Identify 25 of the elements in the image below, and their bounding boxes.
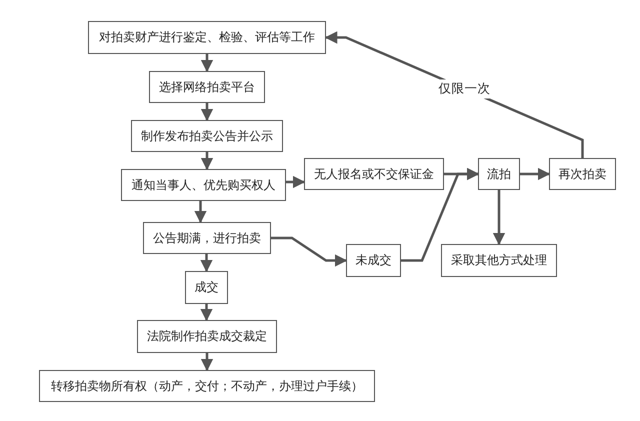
arrow bbox=[492, 190, 506, 246]
process-box: 通知当事人、优先购买权人 bbox=[121, 169, 286, 201]
arrow bbox=[200, 254, 213, 272]
arrow bbox=[200, 103, 214, 122]
process-box: 转移拍卖物所有权（动产，交付；不动产，办理过户手续） bbox=[39, 370, 375, 402]
process-box: 未成交 bbox=[346, 244, 401, 277]
process-box: 对拍卖财产进行鉴定、检验、评估等工作 bbox=[88, 21, 326, 54]
arrow bbox=[286, 176, 306, 188]
process-box: 法院制作拍卖成交裁定 bbox=[137, 320, 277, 353]
arrow bbox=[520, 168, 550, 180]
arrow bbox=[200, 152, 214, 170]
process-box: 无人报名或不交保证金 bbox=[304, 158, 444, 190]
process-box: 制作发布拍卖公告并公示 bbox=[131, 120, 283, 152]
arrow bbox=[401, 168, 480, 262]
arrow bbox=[194, 201, 207, 224]
arrow bbox=[200, 54, 214, 72]
arrow bbox=[200, 353, 214, 372]
process-box: 公告期满，进行拍卖 bbox=[143, 222, 271, 254]
process-box: 选择网络拍卖平台 bbox=[149, 71, 265, 103]
process-box: 流拍 bbox=[478, 158, 520, 190]
arrow bbox=[200, 304, 213, 322]
process-box: 再次拍卖 bbox=[549, 158, 616, 190]
arrow bbox=[271, 236, 348, 267]
process-box: 采取其他方式处理 bbox=[441, 244, 557, 277]
process-box: 成交 bbox=[185, 271, 228, 304]
